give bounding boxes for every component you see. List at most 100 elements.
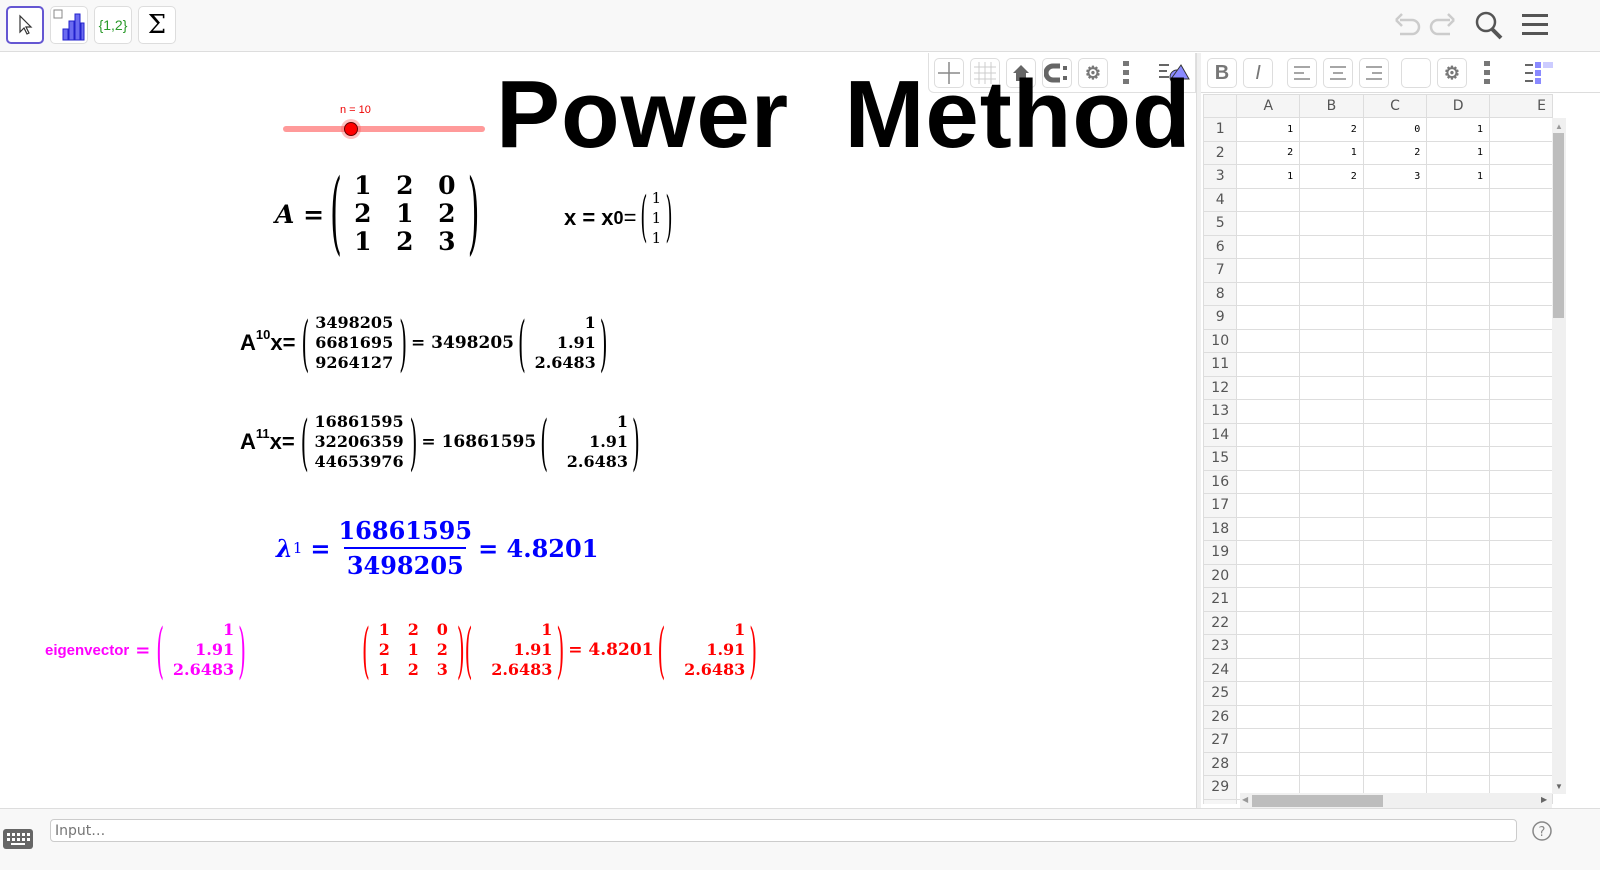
cell[interactable]: 1 [1426,164,1490,189]
cell[interactable] [1426,352,1490,377]
cell[interactable] [1489,211,1553,236]
row-header[interactable]: 12 [1203,375,1238,400]
column-header-e[interactable]: E [1489,94,1553,118]
cell[interactable] [1489,681,1553,706]
cell[interactable] [1236,375,1301,400]
input-field[interactable] [50,819,1517,842]
cell[interactable] [1299,281,1364,306]
cell[interactable] [1426,211,1490,236]
cell[interactable] [1236,422,1301,447]
cell[interactable] [1426,422,1490,447]
cell[interactable]: 3 [1362,164,1428,189]
cell[interactable] [1362,681,1428,706]
cell[interactable] [1299,469,1364,494]
cell[interactable]: 1 [1236,164,1301,189]
cell[interactable] [1362,305,1428,330]
cell[interactable] [1489,516,1553,541]
row-header[interactable]: 22 [1203,610,1238,635]
row-header[interactable]: 15 [1203,446,1238,471]
graphics-view[interactable] [0,53,1196,808]
row-header[interactable]: 5 [1203,211,1238,236]
cell[interactable] [1426,751,1490,776]
cell[interactable] [1426,681,1490,706]
row-header[interactable]: 13 [1203,399,1238,424]
cell[interactable] [1362,751,1428,776]
column-header-a[interactable]: A [1236,94,1301,118]
row-header[interactable]: 20 [1203,563,1238,588]
cell[interactable] [1426,234,1490,259]
move-tool-button[interactable] [6,6,44,44]
cell[interactable] [1362,258,1428,283]
toggle-style-bar-icon[interactable] [1157,59,1191,87]
row-header[interactable]: 4 [1203,187,1238,212]
cell[interactable] [1236,328,1301,353]
cell[interactable] [1426,375,1490,400]
cell[interactable] [1236,751,1301,776]
row-header[interactable]: 7 [1203,258,1238,283]
row-header[interactable]: 26 [1203,704,1238,729]
cell[interactable] [1426,728,1490,753]
cell[interactable] [1426,563,1490,588]
align-left-button[interactable] [1287,58,1317,88]
cell[interactable]: 2 [1299,164,1364,189]
cell[interactable] [1362,704,1428,729]
more-options-icon[interactable] [1482,60,1492,86]
cell[interactable] [1236,305,1301,330]
cell[interactable]: 1 [1236,117,1301,142]
cell[interactable]: 1 [1299,140,1364,165]
cell[interactable] [1299,352,1364,377]
cell[interactable] [1489,140,1553,165]
cell[interactable] [1299,563,1364,588]
row-header[interactable]: 29 [1203,775,1238,800]
cell[interactable] [1489,164,1553,189]
cell[interactable] [1299,422,1364,447]
row-header[interactable]: 23 [1203,634,1238,659]
cell[interactable] [1299,681,1364,706]
cell[interactable] [1362,352,1428,377]
settings-button[interactable]: ⚙ [1078,58,1108,88]
snap-button[interactable] [1042,58,1072,88]
cell[interactable] [1489,540,1553,565]
cell[interactable] [1489,281,1553,306]
search-icon[interactable] [1473,10,1505,42]
row-header[interactable]: 9 [1203,305,1238,330]
bold-button[interactable]: B [1207,58,1237,88]
cell[interactable] [1489,422,1553,447]
cell[interactable]: 2 [1236,140,1301,165]
view-divider[interactable] [1196,53,1201,808]
cell[interactable] [1299,657,1364,682]
cell[interactable] [1299,704,1364,729]
row-header[interactable]: 17 [1203,493,1238,518]
cell[interactable] [1299,258,1364,283]
italic-button[interactable]: I [1243,58,1273,88]
cell[interactable] [1489,469,1553,494]
cell[interactable] [1236,258,1301,283]
cell[interactable] [1426,187,1490,212]
cell[interactable] [1299,187,1364,212]
cell[interactable] [1236,634,1301,659]
row-header[interactable]: 16 [1203,469,1238,494]
row-header[interactable]: 30 [1203,798,1238,804]
axes-toggle-button[interactable] [934,58,964,88]
cell[interactable] [1489,657,1553,682]
cell[interactable] [1299,399,1364,424]
cell[interactable] [1362,446,1428,471]
cell[interactable] [1426,469,1490,494]
cell[interactable] [1299,587,1364,612]
row-header[interactable]: 2 [1203,140,1238,165]
cell[interactable] [1489,375,1553,400]
cell[interactable] [1426,657,1490,682]
cell[interactable] [1299,728,1364,753]
row-header[interactable]: 10 [1203,328,1238,353]
cell[interactable] [1236,211,1301,236]
row-header[interactable]: 27 [1203,728,1238,753]
cell[interactable] [1299,610,1364,635]
horizontal-scroll-thumb[interactable] [1252,795,1383,807]
cell[interactable] [1236,234,1301,259]
cell[interactable] [1489,117,1553,142]
spreadsheet-tools-button[interactable] [50,6,88,44]
cell[interactable]: 2 [1362,140,1428,165]
column-header-b[interactable]: B [1299,94,1364,118]
cell[interactable] [1489,258,1553,283]
